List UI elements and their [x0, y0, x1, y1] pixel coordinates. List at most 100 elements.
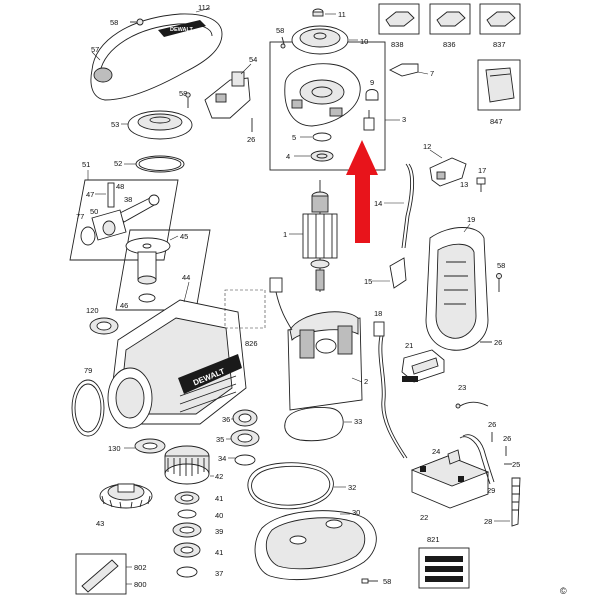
- part-7: [388, 63, 419, 77]
- label-42: 42: [215, 472, 223, 481]
- part-fan-10: [291, 25, 349, 55]
- label-57: 57: [91, 45, 99, 54]
- screw-58-top: [130, 18, 144, 26]
- part-rod-14: [401, 163, 415, 249]
- label-800: 800: [134, 580, 147, 589]
- label-14: 14: [374, 199, 382, 208]
- label-28: 28: [484, 517, 492, 526]
- label-26-top: 26: [247, 135, 255, 144]
- part-bearing-11: [312, 8, 324, 17]
- part-clip-9: [365, 89, 379, 101]
- copyright-mark: ©: [560, 586, 567, 596]
- part-terminal-24: [447, 449, 461, 465]
- label-44: 44: [182, 273, 190, 282]
- brand-plate: DEWALT: [170, 27, 193, 33]
- label-34: 34: [218, 454, 226, 463]
- label-23: 23: [458, 383, 466, 392]
- label-26-handle: 26: [494, 338, 502, 347]
- label-13: 13: [460, 180, 468, 189]
- label-36: 36: [222, 415, 230, 424]
- label-25: 25: [512, 460, 520, 469]
- part-crank-45: [125, 237, 171, 285]
- part-cable-23: [459, 401, 489, 407]
- callout-arrow: [346, 140, 378, 243]
- label-54: 54: [249, 55, 257, 64]
- label-58-top: 58: [110, 18, 118, 27]
- label-58-mid: 58: [179, 89, 187, 98]
- label-15: 15: [364, 277, 372, 286]
- label-1: 1: [283, 230, 287, 239]
- label-21: 21: [405, 341, 413, 350]
- part-seal-4: [310, 150, 334, 162]
- part-cylinder-79: [71, 367, 153, 437]
- label-46: 46: [120, 301, 128, 310]
- label-17: 17: [478, 166, 486, 175]
- label-5: 5: [292, 133, 296, 142]
- label-35: 35: [216, 435, 224, 444]
- label-38: 38: [124, 195, 132, 204]
- part-screw-17: [476, 177, 486, 192]
- part-bearing-39: [172, 522, 202, 538]
- label-plate-826: [224, 289, 266, 329]
- part-baffle-53: [127, 110, 193, 140]
- part-connector-18: [373, 321, 408, 459]
- label-58-motor: 58: [276, 26, 284, 35]
- part-circlip-37: [176, 566, 198, 578]
- label-112: 112: [198, 3, 210, 12]
- label-4: 4: [286, 152, 290, 161]
- label-847: 847: [490, 117, 503, 126]
- part-gasket-33: [284, 407, 344, 442]
- label-120: 120: [86, 306, 99, 315]
- part-lever-15: [389, 257, 407, 289]
- part-bearing-35: [230, 429, 260, 447]
- label-826: 826: [245, 339, 258, 348]
- label-48: 48: [116, 182, 124, 191]
- label-40: 40: [215, 511, 223, 520]
- piston-group-frame: [69, 179, 179, 261]
- label-3: 3: [402, 115, 406, 124]
- label-50: 50: [90, 207, 98, 216]
- label-47: 47: [86, 190, 94, 199]
- label-7: 7: [430, 69, 434, 78]
- label-43: 43: [96, 519, 104, 528]
- label-30: 30: [352, 508, 360, 517]
- label-58-bottom: 58: [383, 577, 391, 586]
- label-52: 52: [114, 159, 122, 168]
- label-18: 18: [374, 309, 382, 318]
- label-41-top: 41: [215, 494, 223, 503]
- accessory-838: [378, 3, 420, 35]
- part-bearing-36: [232, 409, 258, 427]
- label-29: 29: [487, 486, 495, 495]
- part-armature-1: [302, 180, 338, 292]
- part-screw-58-bottom: [361, 578, 378, 584]
- part-cord-29: [459, 434, 495, 485]
- label-77: 77: [76, 212, 84, 221]
- label-836: 836: [443, 40, 456, 49]
- part-gasket-32: [247, 462, 334, 510]
- part-brush-3: [363, 110, 375, 131]
- label-12: 12: [423, 142, 431, 151]
- label-37: 37: [215, 569, 223, 578]
- part-gear-43: [99, 483, 153, 509]
- label-130: 130: [108, 444, 121, 453]
- accessory-836: [429, 3, 471, 35]
- part-ring-41-top: [174, 491, 200, 505]
- label-19: 19: [467, 215, 475, 224]
- part-trigger-21: [401, 349, 445, 383]
- label-11: 11: [338, 10, 346, 19]
- label-821: 821: [427, 535, 440, 544]
- label-33: 33: [354, 417, 362, 426]
- label-58-handle: 58: [497, 261, 505, 270]
- part-screw-58-handle: [496, 273, 502, 292]
- part-piston-50: [91, 209, 127, 241]
- part-pin-48: [107, 182, 115, 208]
- label-802: 802: [134, 563, 147, 572]
- label-26-a: 26: [488, 420, 496, 429]
- label-837: 837: [493, 40, 506, 49]
- part-ring-130: [134, 438, 166, 454]
- part-gear-cover-30: [254, 510, 377, 580]
- part-bearing-41-bottom: [173, 542, 201, 558]
- part-cord-guard-28: [511, 477, 521, 527]
